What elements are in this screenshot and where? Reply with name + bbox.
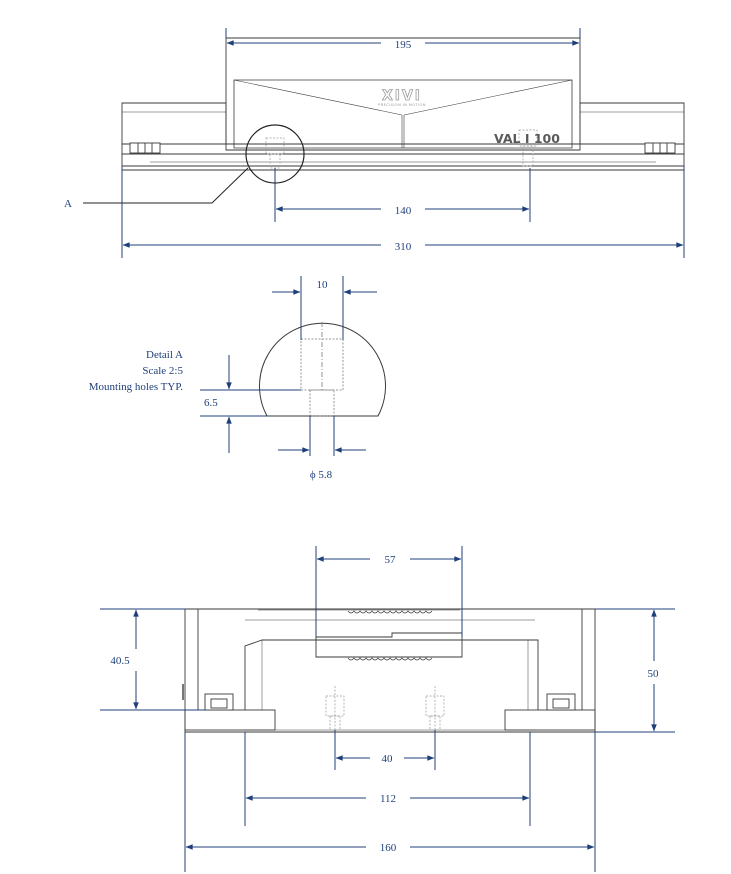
center-housing <box>225 37 581 151</box>
dim-counterbore: 10 <box>317 279 329 291</box>
detail-view <box>259 322 386 417</box>
detail-note-scale: Scale 2:5 <box>142 365 183 377</box>
serration-bottom <box>347 657 433 661</box>
detail-note-holes: Mounting holes TYP. <box>89 381 183 393</box>
dim-overall-width: 310 <box>395 241 412 253</box>
detail-hole <box>300 322 344 417</box>
side-mounting-holes <box>325 686 445 731</box>
brand-subtitle: PRECISION IN MOTION <box>378 103 426 107</box>
top-block <box>315 632 463 658</box>
detail-a-leader <box>83 167 249 204</box>
brand-logo: XIVI PRECISION IN MOTION <box>378 88 426 107</box>
detail-note-title: Detail A <box>146 349 183 361</box>
carriage-body <box>244 639 539 710</box>
serration-top <box>347 610 433 614</box>
right-wing <box>579 102 685 145</box>
side-right-bolt <box>546 693 576 711</box>
detail-dimensions <box>200 276 377 456</box>
detail-outline <box>259 322 386 417</box>
detail-note: Detail A Scale 2:5 Mounting holes TYP. <box>89 349 184 393</box>
detail-a-marker: A <box>64 198 72 210</box>
dim-side-hole-spacing: 40 <box>382 753 394 765</box>
side-left-bolt <box>204 693 234 711</box>
base-plate <box>121 143 685 155</box>
left-flange <box>184 709 276 731</box>
left-wing <box>121 102 227 145</box>
side-dimensions <box>100 546 675 872</box>
dim-hole-diameter: ϕ 5.8 <box>310 469 333 481</box>
dim-inner-width: 112 <box>380 793 396 805</box>
dim-depth: 6.5 <box>204 397 218 409</box>
dim-height-left: 40.5 <box>110 655 130 667</box>
front-view <box>83 37 685 204</box>
dim-hole-spacing: 140 <box>395 205 412 217</box>
front-dimensions <box>121 28 685 258</box>
dim-side-overall-width: 160 <box>380 842 397 854</box>
brand-logo-text: XIVI <box>382 88 422 104</box>
dim-height-right: 50 <box>648 668 660 680</box>
model-label: VAL I 100 <box>494 131 560 146</box>
dim-top-width: 195 <box>395 39 412 51</box>
dim-side-top-width: 57 <box>385 554 397 566</box>
right-flange <box>504 709 596 731</box>
side-view <box>182 608 596 733</box>
